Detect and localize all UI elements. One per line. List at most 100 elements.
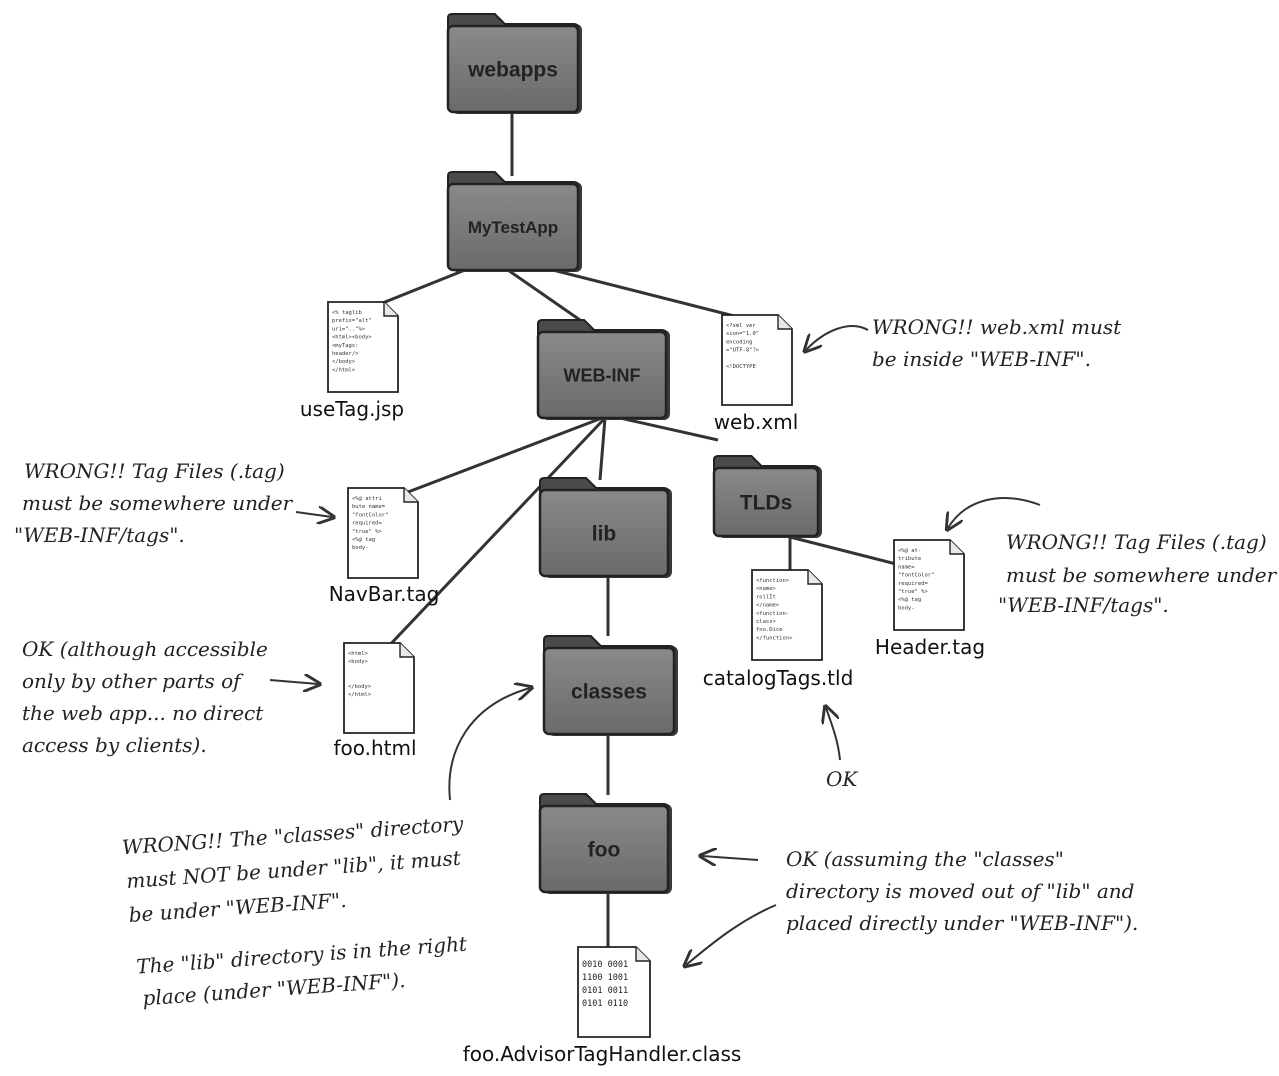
file-snippet-line: <!DOCTYPE <box>726 364 756 370</box>
annotation-header-wrong: WRONG!! Tag Files (.tag) must be somewhe… <box>948 497 1278 617</box>
connector-webinf-tlds <box>619 416 719 442</box>
file-snippet-line: sion="1.0" <box>726 331 759 337</box>
file-snippet-line: <function- <box>756 611 789 617</box>
annotation-classes-wrong: WRONG!! The "classes" directory must NOT… <box>121 811 469 1010</box>
arrow-foohtml <box>269 680 318 684</box>
annotation-tld-ok: OK <box>826 708 858 791</box>
file-snippet-line: <%@ tag <box>352 537 375 543</box>
file-snippet-line: body- <box>898 605 915 611</box>
file-snippet-line: prefix="alt" <box>332 318 372 324</box>
folder-label-lib: lib <box>592 522 617 545</box>
file-snippet-line: required= <box>898 581 928 587</box>
file-snippet-line: tribute <box>898 556 921 562</box>
note-line: the web app... no direct <box>22 701 264 725</box>
file-label-usetag: useTag.jsp <box>300 397 404 421</box>
note-line: OK <box>826 767 858 791</box>
file-snippet-line: "fontColor" <box>898 573 934 579</box>
folder-foo: foo <box>538 793 672 894</box>
note-line: only by other parts of <box>22 669 244 693</box>
folder-label-classes: classes <box>571 680 647 703</box>
note-line: be under "WEB-INF". <box>128 888 347 927</box>
arrow-foo <box>702 856 759 860</box>
file-snippet-line: <myTags: <box>332 343 359 349</box>
folder-label-tlds: TLDs <box>740 491 793 514</box>
folder-lib: lib <box>538 477 672 578</box>
file-snippet-line: </body> <box>332 359 356 365</box>
file-snippet-line: name= <box>898 564 915 570</box>
file-webxml: <?xml ver sion="1.0" encoding ="UTF-8"?> <!D… <box>721 314 793 406</box>
file-snippet-line: 0101 0110 <box>582 999 628 1009</box>
note-line: The "lib" directory is in the right <box>136 932 469 979</box>
note-line: WRONG!! Tag Files (.tag) <box>1006 530 1267 554</box>
file-snippet-line: required= <box>352 521 382 527</box>
annotation-foo-ok: OK (assuming the "classes" directory is … <box>686 847 1138 965</box>
arrow-webxml <box>806 325 869 350</box>
file-label-handler: foo.AdvisorTagHandler.class <box>463 1042 742 1066</box>
file-label-foohtml: foo.html <box>333 736 416 760</box>
file-snippet-line: "true" %> <box>898 589 928 595</box>
file-snippet-line: bute name= <box>352 504 386 510</box>
connector-mytestapp-usetag <box>374 266 471 308</box>
connector-mytestapp-webxml <box>544 266 743 320</box>
file-snippet-line: </html> <box>332 367 356 373</box>
file-snippet-line: body- <box>352 545 369 551</box>
file-snippet-line: encoding <box>726 339 753 345</box>
note-line: WRONG!! web.xml must <box>872 315 1122 339</box>
arrow-classes <box>448 688 530 801</box>
file-snippet-line: header/> <box>332 351 359 357</box>
file-snippet-line: <%@ tag <box>898 597 921 603</box>
connector-mytestapp-webinf <box>504 266 581 322</box>
note-line: OK (assuming the "classes" <box>786 847 1064 871</box>
file-snippet-line: foo.Dice <box>756 627 783 633</box>
file-snippet-line: </name> <box>756 603 780 609</box>
file-snippet-line: <function> <box>756 578 790 584</box>
file-snippet-line: </body> <box>348 684 372 690</box>
note-line: must be somewhere under <box>1006 563 1278 587</box>
connector-webinf-navbar <box>407 416 603 494</box>
file-foohtml: <html><body></body></html> <box>343 642 415 734</box>
file-snippet-line: ="UTF-8"?> <box>726 348 760 354</box>
note-line: OK (although accessible <box>22 637 268 661</box>
file-snippet-line: 0010 0001 <box>582 960 628 970</box>
folder-webinf: WEB-INF <box>536 319 670 420</box>
file-snippet-line: uri=".."%> <box>332 326 366 332</box>
arrow-tld <box>826 708 841 761</box>
arrow-navbar <box>295 512 332 517</box>
file-snippet-line: <%@ at- <box>898 548 921 554</box>
note-line: must be somewhere under <box>22 491 294 515</box>
file-label-navbar: NavBar.tag <box>329 582 440 606</box>
file-snippet-line: <html><body> <box>332 335 372 341</box>
note-line: placed directly under "WEB-INF"). <box>786 911 1138 935</box>
note-line: directory is moved out of "lib" and <box>786 879 1135 903</box>
file-snippet-line: 0101 0011 <box>582 986 628 996</box>
folder-label-webinf: WEB-INF <box>564 365 641 385</box>
file-usetag: <% taglib prefix="alt" uri=".."%> <html><bo… <box>327 301 399 393</box>
file-label-header: Header.tag <box>875 635 985 659</box>
arrow-handler <box>686 904 777 965</box>
folder-classes: classes <box>542 635 678 736</box>
file-catalogtags: <function><name>rollIt</name><function-c… <box>751 569 823 661</box>
file-header: <%@ at-tribute name= "fontColor" required= "… <box>893 539 965 631</box>
connector-webinf-lib <box>598 417 607 481</box>
annotation-navbar-wrong: WRONG!! Tag Files (.tag) must be somewhe… <box>14 459 332 547</box>
file-snippet-line: <?xml ver <box>726 323 756 329</box>
file-label-webxml: web.xml <box>714 410 799 434</box>
file-snippet-line: <body> <box>348 659 369 665</box>
file-snippet-line: <name> <box>756 586 777 592</box>
note-line: WRONG!! Tag Files (.tag) <box>24 459 285 483</box>
arrow-header <box>948 497 1041 528</box>
connector-webinf-foohtml <box>383 416 607 652</box>
annotation-foohtml-ok: OK (although accessible only by other pa… <box>22 637 318 757</box>
file-snippet-line: <%@ attri <box>352 496 382 502</box>
note-line: "WEB-INF/tags". <box>998 593 1169 617</box>
file-snippet-line: <html> <box>348 651 369 657</box>
folder-mytestapp: MyTestApp <box>446 171 582 272</box>
file-snippet-line: <% taglib <box>332 310 362 316</box>
file-snippet-line: class> <box>756 619 777 625</box>
connector-tlds-header <box>789 535 901 567</box>
